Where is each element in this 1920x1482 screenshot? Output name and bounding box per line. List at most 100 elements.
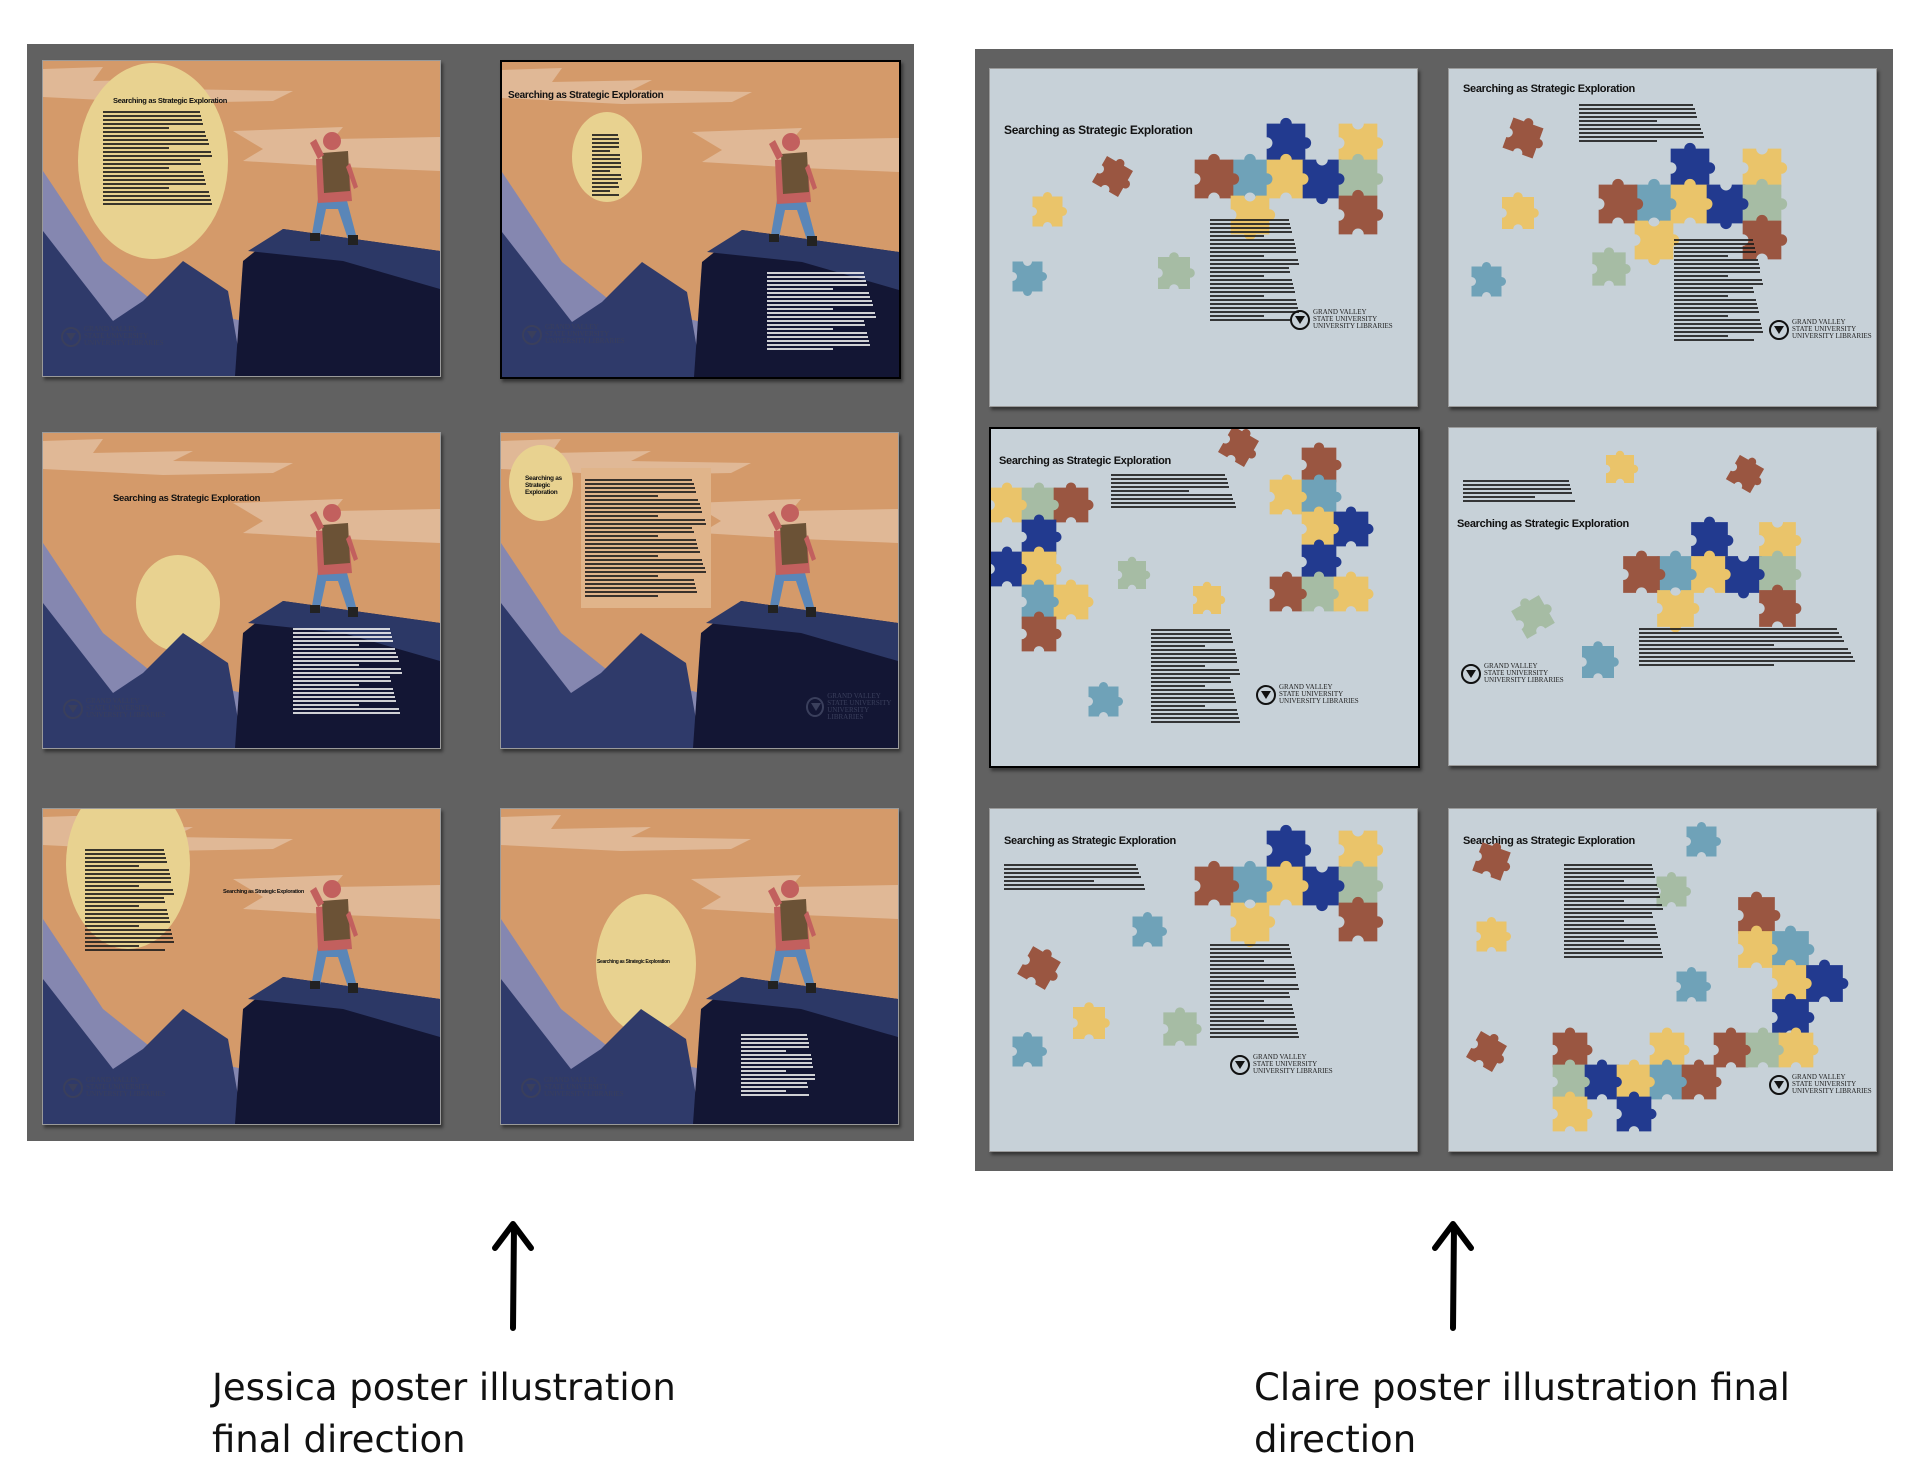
puzzle-piece-icon xyxy=(1656,872,1691,907)
logo-line: GRAND VALLEY xyxy=(1792,318,1846,326)
poster-body-text xyxy=(85,849,175,953)
logo-line: UNIVERSITY LIBRARIES xyxy=(545,337,625,345)
poster-title: Searching as Strategic Exploration xyxy=(1457,518,1629,530)
puzzle-piece-icon xyxy=(1725,556,1768,599)
poster-illustration xyxy=(43,433,440,748)
cloud xyxy=(502,68,752,104)
caption-line: final direction xyxy=(212,1418,466,1461)
caption-line: direction xyxy=(1254,1418,1417,1461)
puzzle-piece-icon xyxy=(991,482,1030,523)
puzzle-piece-icon xyxy=(991,547,1030,587)
poster-body-text xyxy=(1004,864,1154,892)
puzzle-piece-icon xyxy=(1606,450,1639,483)
logo-line: STATE UNIVERSITY xyxy=(1279,690,1344,698)
puzzle-piece-icon xyxy=(1092,156,1133,197)
poster-body-text xyxy=(767,272,877,352)
logo-line: UNIVERSITY LIBRARIES xyxy=(544,1090,624,1098)
puzzle-piece-icon xyxy=(1266,153,1312,199)
puzzle-piece-icon xyxy=(1301,539,1342,580)
poster-body-text xyxy=(103,111,213,207)
logo-line: GRAND VALLEY xyxy=(1792,1073,1846,1081)
caption-line: Jessica poster illustration xyxy=(212,1366,676,1409)
logo-line: STATE UNIVERSITY xyxy=(1792,325,1857,333)
puzzle-piece-icon xyxy=(1713,1027,1754,1068)
puzzle-piece-icon xyxy=(1649,1027,1690,1068)
poster-body-text xyxy=(1639,628,1864,668)
logo-line: STATE UNIVERSITY xyxy=(1313,315,1378,323)
poster-title: Searching as Strategic Exploration xyxy=(223,889,304,895)
hiker xyxy=(768,504,816,617)
puzzle-piece-icon xyxy=(1738,925,1781,969)
puzzle-piece-icon xyxy=(1476,917,1511,952)
logo-line: GRAND VALLEY xyxy=(827,692,881,700)
cliff-top xyxy=(707,230,899,290)
cloud xyxy=(691,875,898,919)
cloud xyxy=(233,127,440,171)
logo-line: GRAND VALLEY xyxy=(84,325,138,333)
puzzle-piece-icon xyxy=(1511,595,1555,639)
poster-title: Searching as Strategic Exploration xyxy=(113,96,228,105)
puzzle-piece-icon xyxy=(1194,153,1240,199)
poster-body-text xyxy=(1210,944,1300,1040)
logo-line: STATE UNIVERSITY xyxy=(545,330,610,338)
gvsu-logo-icon xyxy=(522,324,542,345)
poster-illustration xyxy=(43,61,440,376)
puzzle-piece-icon xyxy=(1634,178,1680,224)
puzzle-piece-icon xyxy=(1230,153,1276,199)
logo-line: UNIVERSITY LIBRARIES xyxy=(1484,676,1564,684)
poster-title: Searching as Strategic Exploration xyxy=(999,455,1171,467)
cloud xyxy=(691,499,898,543)
puzzle-piece-icon xyxy=(1334,571,1375,612)
cloud xyxy=(233,499,440,543)
puzzle-piece-icon xyxy=(1623,550,1666,593)
gvsu-logo-icon xyxy=(521,1077,541,1098)
puzzle-piece-icon xyxy=(1269,474,1310,515)
poster-body-text xyxy=(741,1034,816,1098)
puzzle-piece-icon xyxy=(1691,516,1734,559)
poster-body-text xyxy=(1579,104,1709,144)
puzzle-piece-icon xyxy=(1806,959,1849,1003)
puzzle-piece-icon xyxy=(1582,641,1619,678)
cloud xyxy=(43,439,293,475)
gvsu-logo-icon xyxy=(1769,319,1789,340)
logo-line: GRAND VALLEY xyxy=(1253,1053,1307,1061)
logo-line: UNIVERSITY LIBRARIES xyxy=(86,711,166,719)
puzzle-piece-icon xyxy=(1759,522,1802,565)
poster-title: Searching as Strategic Exploration xyxy=(525,475,562,496)
poster-body-text xyxy=(293,628,403,716)
logo-line: GRAND VALLEY xyxy=(86,697,140,705)
mountain-front xyxy=(502,232,702,377)
mountain-front xyxy=(43,231,243,376)
gvsu-logo-icon xyxy=(61,326,81,347)
puzzle-piece-icon xyxy=(1670,142,1716,188)
puzzle-piece-icon xyxy=(1657,590,1700,633)
puzzle-piece-icon xyxy=(1472,842,1511,881)
puzzle-piece-icon xyxy=(1132,912,1167,947)
hiker xyxy=(768,880,816,993)
puzzle-piece-icon xyxy=(1158,252,1195,289)
